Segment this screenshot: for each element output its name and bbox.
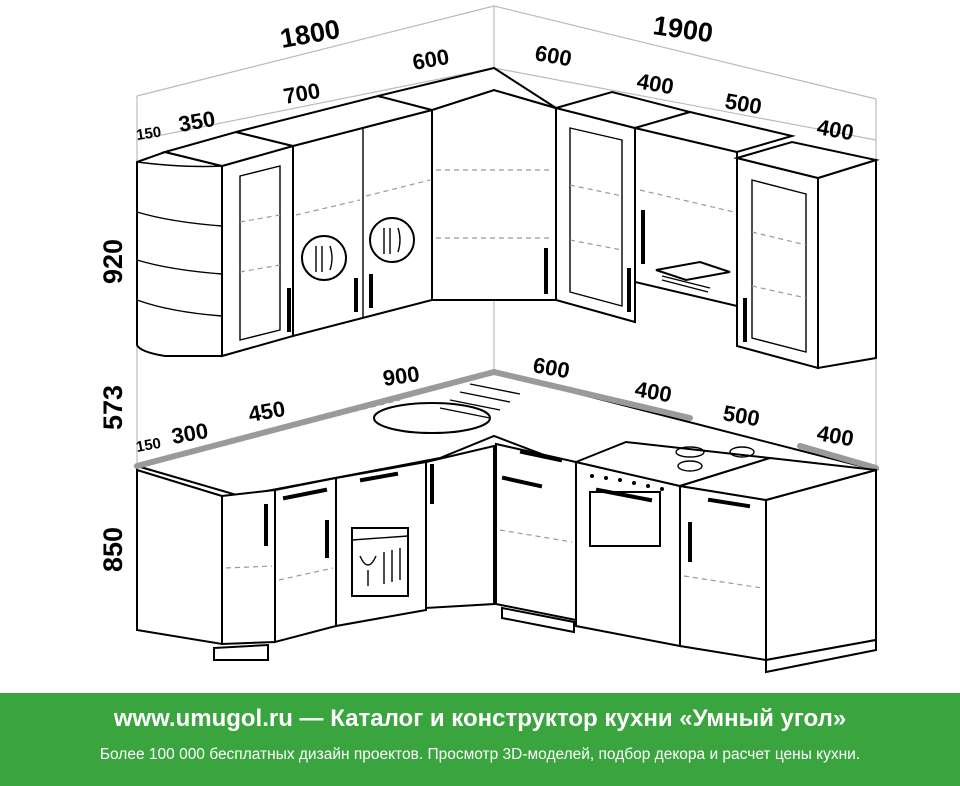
dim-300: 300 [170, 418, 211, 449]
lower-stove [572, 440, 771, 648]
upper-hood-cabinet [631, 110, 796, 308]
dim-500-lower: 500 [721, 400, 762, 431]
dim-400-upper: 400 [635, 68, 676, 99]
lower-left-cabinet [213, 476, 337, 661]
dim-920: 920 [98, 239, 128, 284]
upper-corner-cabinet [377, 66, 557, 301]
dim-400-lower-end: 400 [815, 420, 856, 451]
dim-600-upper-left: 600 [411, 44, 452, 75]
dim-150-upper: 150 [135, 124, 162, 144]
dim-450: 450 [247, 396, 288, 427]
lower-dishwasher [335, 460, 427, 628]
lower-open-end [136, 468, 223, 646]
lower-end-cabinet [679, 456, 877, 674]
dim-350: 350 [177, 106, 218, 137]
promo-banner: www.umugol.ru — Каталог и конструктор ку… [0, 693, 960, 786]
dim-900: 900 [381, 361, 421, 391]
dim-600-lower: 600 [531, 352, 572, 383]
upper-open-shelf [136, 150, 223, 357]
dim-400-lower: 400 [633, 376, 674, 407]
upper-glass-cabinet-end [733, 140, 880, 370]
banner-subtitle: Более 100 000 бесплатных дизайн проектов… [99, 746, 861, 763]
dim-850: 850 [98, 527, 128, 572]
kitchen-drawing: 1800 1900 150 350 700 600 600 400 500 40… [98, 5, 880, 674]
lower-corner-cabinet [425, 444, 495, 610]
dim-600-upper-right: 600 [533, 40, 574, 71]
dim-1900: 1900 [651, 10, 715, 48]
upper-double-cabinet [235, 94, 436, 338]
upper-glass-cabinet-right [552, 90, 694, 324]
dim-150-lower: 150 [135, 435, 163, 456]
dim-500-upper: 500 [723, 88, 764, 119]
dim-400-upper-end: 400 [815, 114, 856, 145]
lower-right-cabinet [495, 442, 577, 634]
dim-1800: 1800 [278, 14, 342, 54]
dim-573: 573 [98, 385, 128, 430]
banner-title-link[interactable]: www.umugol.ru — Каталог и конструктор ку… [113, 705, 847, 732]
